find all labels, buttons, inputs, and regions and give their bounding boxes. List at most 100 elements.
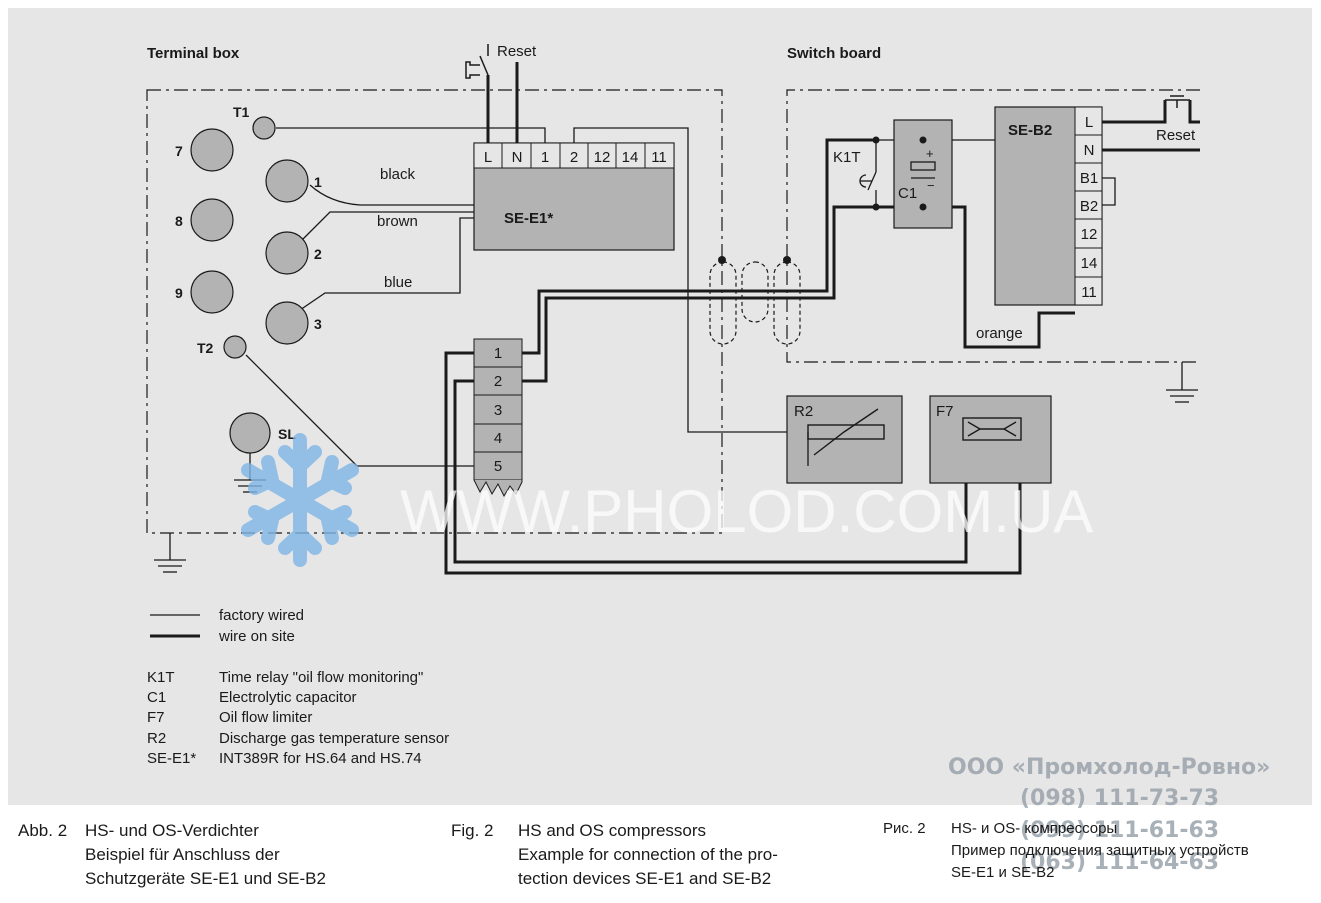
abbr-desc: Oil flow limiter xyxy=(219,709,312,726)
abbreviation-list: K1T Time relay "oil flow monitoring" C1 … xyxy=(147,669,449,767)
svg-text:L: L xyxy=(484,149,492,166)
svg-text:1: 1 xyxy=(541,149,549,166)
caption-en-line: HS and OS compressors xyxy=(518,821,707,840)
terminal-labels: T1 T2 SL 7 8 9 1 2 3 xyxy=(175,104,322,442)
switch-board-heading: Switch board xyxy=(787,45,881,62)
terminal-3-label: 3 xyxy=(314,316,322,332)
caption-ru-line: SE-E1 и SE-B2 xyxy=(951,864,1055,881)
svg-text:11: 11 xyxy=(651,149,667,166)
abbr-key: SE-E1* xyxy=(147,750,196,767)
terminal-T2 xyxy=(223,335,247,359)
terminal-7 xyxy=(190,128,234,172)
site-wires xyxy=(444,62,1200,575)
c1-label: C1 xyxy=(898,185,917,202)
ground-icon xyxy=(154,533,186,573)
svg-text:11: 11 xyxy=(1081,284,1097,301)
svg-text:2: 2 xyxy=(494,373,502,390)
abbr-key: F7 xyxy=(147,709,165,726)
time-relay-contact-icon xyxy=(859,171,877,191)
wiring-legend: factory wired wire on site xyxy=(150,607,304,645)
caption-ru-number: Рис. 2 xyxy=(883,820,926,837)
terminal-2 xyxy=(265,231,309,275)
c1-node xyxy=(919,203,927,211)
r2-label: R2 xyxy=(794,403,813,420)
t1-label: T1 xyxy=(233,104,250,120)
caption-de-number: Abb. 2 xyxy=(18,821,68,840)
flow-limiter-icon xyxy=(962,417,1022,441)
compressor-terminals xyxy=(190,116,309,454)
abbr-key: R2 xyxy=(147,730,166,747)
caption-en-line: Example for connection of the pro- xyxy=(518,845,778,864)
se-b2-pins xyxy=(1074,106,1103,306)
abbr-desc: Discharge gas temperature sensor xyxy=(219,730,449,747)
svg-text:L: L xyxy=(1085,114,1093,131)
svg-text:3: 3 xyxy=(494,402,502,419)
reset-switch-top-icon xyxy=(465,44,489,79)
ground-icon xyxy=(1166,362,1198,403)
terminal-9 xyxy=(190,270,234,314)
c1-plus-label: + xyxy=(926,146,934,161)
se-b2-pin-labels: L N B1 B2 12 14 11 xyxy=(1080,114,1098,301)
terminal-1 xyxy=(265,159,309,203)
terminal-strip-labels: 1 2 3 4 5 xyxy=(494,345,502,475)
caption-en-number: Fig. 2 xyxy=(451,821,494,840)
svg-text:B1: B1 xyxy=(1080,170,1098,187)
abbr-key: C1 xyxy=(147,689,166,706)
terminal-9-label: 9 xyxy=(175,285,183,301)
terminal-T1 xyxy=(252,116,276,140)
se-e1-label: SE-E1* xyxy=(504,210,553,227)
terminal-3 xyxy=(265,301,309,345)
snowflake-watermark-icon xyxy=(241,433,359,567)
terminal-7-label: 7 xyxy=(175,143,183,159)
wire-orange-label: orange xyxy=(976,325,1023,342)
abbr-desc: Electrolytic capacitor xyxy=(219,689,357,706)
reset-right-label: Reset xyxy=(1156,127,1196,144)
terminal-2-label: 2 xyxy=(314,246,322,262)
c1-module xyxy=(893,119,953,229)
enclosure-borders xyxy=(146,89,1200,534)
svg-text:5: 5 xyxy=(494,458,502,475)
shield-node-right xyxy=(783,256,791,264)
svg-text:12: 12 xyxy=(1081,226,1098,243)
terminal-box-border xyxy=(146,89,723,534)
caption-ru-line: Пример подключения защитных устройств xyxy=(951,842,1249,859)
svg-text:N: N xyxy=(512,149,523,166)
phone-watermark: (063) 111-64-63 xyxy=(1020,850,1220,875)
svg-text:14: 14 xyxy=(622,149,639,166)
svg-text:B2: B2 xyxy=(1080,198,1098,215)
terminal-strip xyxy=(473,338,523,498)
f7-label: F7 xyxy=(936,403,954,420)
wire-color-labels: black brown blue orange xyxy=(377,166,1023,342)
caption-de-line: HS- und OS-Verdichter xyxy=(85,821,259,840)
caption-de-line: Beispiel für Anschluss der xyxy=(85,845,280,864)
caption-de-line: Schutzgeräte SE-E1 und SE-B2 xyxy=(85,869,326,888)
abbr-desc: Time relay "oil flow monitoring" xyxy=(219,669,423,686)
terminal-8 xyxy=(190,198,234,242)
phone-watermark: (098) 111-73-73 xyxy=(1020,786,1220,811)
wire-brown-label: brown xyxy=(377,213,418,230)
switch-board-border xyxy=(786,89,1200,363)
company-watermark: ООО «Промхолод-Ровно» xyxy=(948,755,1271,780)
c1-node xyxy=(919,136,927,144)
phone-watermark: (099) 111-61-63 xyxy=(1020,818,1220,843)
svg-text:2: 2 xyxy=(570,149,578,166)
abbr-desc: INT389R for HS.64 and HS.74 xyxy=(219,750,422,767)
site-watermark: WWW.PHOLOD.COM.UA xyxy=(400,478,1093,545)
svg-text:12: 12 xyxy=(594,149,611,166)
legend-wire-on-site: wire on site xyxy=(218,628,295,645)
shield-node-left xyxy=(718,256,726,264)
se-b2-label: SE-B2 xyxy=(1008,122,1052,139)
terminal-box-heading: Terminal box xyxy=(147,45,240,62)
t2-label: T2 xyxy=(197,340,214,356)
caption-en-line: tection devices SE-E1 and SE-B2 xyxy=(518,869,772,888)
terminal-8-label: 8 xyxy=(175,213,183,229)
se-e1-pin-labels: L N 1 2 12 14 11 xyxy=(484,149,667,166)
k1t-node xyxy=(872,136,880,144)
svg-text:14: 14 xyxy=(1081,255,1098,272)
wire-blue-label: blue xyxy=(384,274,412,291)
wire-black-label: black xyxy=(380,166,416,183)
caption-ru-line: HS- и OS- компрессоры xyxy=(951,820,1118,837)
sl-label: SL xyxy=(278,426,296,442)
reset-switch-right-icon xyxy=(1165,95,1190,108)
